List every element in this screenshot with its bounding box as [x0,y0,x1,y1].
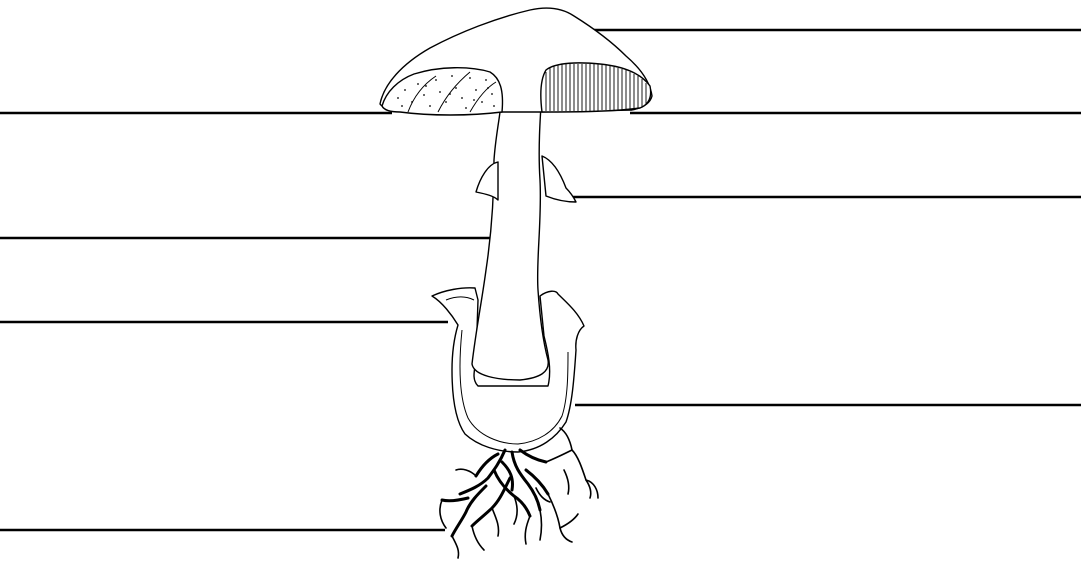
ring-right-flap [542,156,576,202]
stalk [472,87,548,380]
stalk-body [472,87,548,380]
ring-left-flap [476,162,498,200]
cap [380,8,652,115]
